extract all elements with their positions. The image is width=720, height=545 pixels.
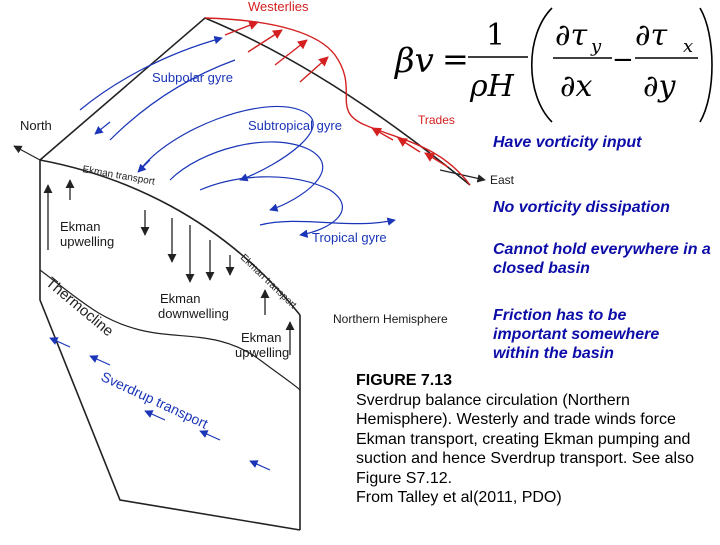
northern-hemisphere-label: Northern Hemisphere [333, 312, 448, 326]
equation-dy: ∂y [643, 69, 677, 104]
westerly-arrow-3 [274, 39, 308, 66]
sverdrup-arrow-2 [89, 355, 111, 366]
westerly-arrow-2 [247, 29, 283, 53]
trade-arrow-1 [371, 127, 394, 141]
note-no-dissipation: No vorticity dissipation [493, 198, 670, 217]
thermocline-label: Thermocline [42, 274, 116, 340]
tropical-gyre-label: Tropical gyre [312, 230, 387, 245]
east-label: East [490, 173, 515, 187]
trade-arrow-2 [397, 137, 421, 153]
subtropical-gyre-streamline-3 [199, 176, 343, 238]
sverdrup-transport-arrows [49, 337, 271, 471]
equation-dx: ∂x [560, 69, 593, 104]
gyre-arrow-b [137, 159, 151, 173]
note-4-text: Friction has to be important somewhere w… [493, 307, 660, 362]
ekman-upwelling-1-line-2: upwelling [60, 234, 115, 249]
equation-dtau-y: ∂τ [555, 18, 588, 53]
thermocline-line [39, 269, 301, 391]
ekman-vertical-arrows [43, 179, 295, 355]
ekman-downwelling-label: Ekman downwelling [158, 291, 229, 321]
gyre-arrow-a [94, 121, 111, 135]
north-axis-arrow [13, 145, 41, 161]
gyres [79, 35, 396, 238]
ekman-upwelling-label-2: Ekman upwelling [235, 330, 289, 360]
ekman-downwelling-line-2: downwelling [158, 306, 229, 321]
sverdrup-transport-label: Sverdrup transport [99, 368, 211, 432]
note-3-text: Cannot hold everywhere in a closed basin [493, 241, 711, 277]
subtropical-gyre-label: Subtropical gyre [248, 118, 342, 133]
caption-title: FIGURE 7.13 [356, 372, 453, 389]
subtropical-gyre-streamline-2 [169, 141, 324, 212]
figure-caption: FIGURE 7.13 Sverdrup balance circulation… [356, 371, 718, 508]
subtropical-gyre-streamline-1 [139, 105, 314, 182]
westerly-arrow-4 [299, 56, 329, 83]
sverdrup-equation: βv = 1 ρH ∂τ y ∂x − ∂τ x ∂y [393, 7, 713, 123]
westerly-arrow-1 [224, 20, 259, 36]
ekman-downwelling-line-1: Ekman [160, 291, 201, 306]
ekman-upwelling-2-line-1: Ekman [241, 330, 282, 345]
north-label: North [20, 118, 52, 133]
westerlies-label: Westerlies [248, 0, 309, 14]
subpolar-gyre-streamline-1 [79, 35, 223, 111]
equation-dtau-x: ∂τ [635, 18, 668, 53]
note-vorticity-input: Have vorticity input [493, 133, 641, 152]
wind-curve [204, 17, 471, 186]
equation-numerator: 1 [486, 18, 505, 53]
west-wall [39, 160, 301, 531]
subpolar-gyre-label: Subpolar gyre [152, 70, 233, 85]
ekman-upwelling-1-line-1: Ekman [60, 219, 101, 234]
equation-sub-y: y [590, 36, 602, 57]
equation-equals: = [442, 40, 469, 78]
surface-front-edge [39, 159, 301, 316]
trades-label: Trades [418, 113, 455, 127]
sverdrup-arrow-4 [199, 430, 221, 441]
equation-denominator: ρH [469, 69, 515, 104]
ekman-transport-label-2: Ekman transport [238, 252, 299, 311]
tropical-gyre-streamline [259, 217, 396, 226]
ekman-upwelling-2-line-2: upwelling [235, 345, 290, 360]
equation-minus: − [612, 45, 634, 75]
caption-source: From Talley et al(2011, PDO) [356, 489, 562, 506]
note-2-text: No vorticity dissipation [493, 199, 670, 216]
ekman-transport-label-1: Ekman transport [81, 164, 155, 188]
equation-lhs: βv [393, 41, 434, 81]
sverdrup-arrow-5 [249, 460, 271, 471]
sverdrup-arrow-3 [144, 410, 166, 421]
equation-left-paren [530, 7, 553, 123]
caption-body: Sverdrup balance circulation (Northern H… [356, 391, 694, 487]
ekman-upwelling-label-1: Ekman upwelling [60, 219, 114, 249]
note-1-text: Have vorticity input [493, 134, 642, 151]
note-closed-basin: Cannot hold everywhere in a closed basin [493, 240, 713, 278]
subpolar-gyre-streamline-2 [109, 59, 236, 141]
equation-sub-x: x [683, 36, 693, 57]
sverdrup-arrow-1 [49, 337, 71, 348]
trade-arrow-3 [424, 152, 449, 168]
equation-right-paren [699, 7, 713, 123]
wind-profile [204, 17, 471, 186]
note-friction: Friction has to be important somewhere w… [493, 306, 693, 363]
